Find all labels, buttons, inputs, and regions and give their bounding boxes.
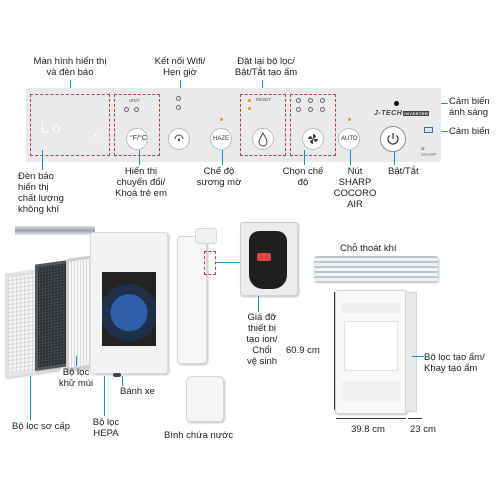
- haze-label: HAZE: [213, 136, 230, 142]
- unit-label: UNIT: [129, 98, 140, 103]
- thermometer-icon: °F/°C: [130, 135, 147, 142]
- label-mode: Chọn chế độ: [282, 166, 324, 188]
- leader-holder-h: [216, 262, 240, 263]
- label-water-tank: Bình chứa nước: [164, 430, 234, 441]
- auto-label: AUTO: [341, 136, 358, 142]
- mode-button[interactable]: [302, 128, 324, 150]
- label-display: Màn hình hiển thị và đèn báo: [33, 56, 107, 78]
- purifier-front: [335, 290, 407, 414]
- haze-led: [220, 118, 223, 121]
- reset-label: RESET: [256, 97, 272, 102]
- sharp-cocoro-button[interactable]: AUTO: [338, 128, 360, 150]
- clock-icon-2: [176, 105, 181, 110]
- label-sensor: Cảm biến: [449, 126, 490, 137]
- sensor-icon: [424, 127, 433, 133]
- power-icon: [387, 133, 399, 145]
- leader-air: [42, 150, 43, 170]
- water-drop-icon: [258, 132, 268, 147]
- dim-depth: [408, 418, 422, 419]
- haze-button[interactable]: HAZE: [210, 128, 232, 150]
- label-humid-filter: Bộ lọc tạo ẩm/ Khay tạo ẩm: [424, 352, 485, 374]
- label-holder: Giá đỡ thiết bị tạo ion/ Chổi vệ sinh: [246, 312, 278, 367]
- label-reset: Đặt lại bộ lọc/ Bật/Tắt tạo ẩm: [234, 56, 298, 78]
- label-light-sensor: Cảm biến ánh sáng: [449, 96, 490, 118]
- unit-box: [114, 94, 160, 156]
- leader-pre: [30, 376, 31, 420]
- dim-width: [336, 418, 406, 419]
- leader-holder-v: [258, 296, 259, 312]
- leader-haze: [222, 150, 223, 165]
- reset-led-1: [248, 99, 251, 102]
- humidity-button[interactable]: [252, 128, 274, 150]
- leader-power: [394, 152, 395, 165]
- reset-led-2: [248, 107, 251, 110]
- control-panel: Lo UNIT °F/°C HAZE RESET: [26, 88, 441, 162]
- leader-sharp: [350, 150, 351, 165]
- leader-display: [70, 80, 71, 94]
- air-outlet: [314, 256, 438, 282]
- sensor-brand: ✿ SHARP: [421, 146, 437, 157]
- label-outlet: Chỗ thoát khí: [340, 243, 397, 254]
- leader-hepa: [104, 376, 105, 416]
- air-quality-strip: [15, 226, 95, 235]
- auto-led: [348, 118, 351, 121]
- purifier-side: [177, 236, 207, 364]
- mode-icons: [294, 97, 334, 119]
- display-readout: Lo: [40, 118, 64, 137]
- purifier-wheel: [113, 373, 121, 377]
- label-haze: Chế độ sương mờ: [196, 166, 242, 188]
- purifier-inner: [102, 272, 156, 346]
- leader-switch: [139, 150, 140, 165]
- water-tank: [186, 376, 224, 422]
- label-width: 39.8 cm: [351, 424, 385, 435]
- label-sharp-button: Nút SHARP COCORO AIR: [333, 166, 377, 210]
- label-deodor-filter: Bộ lọc khử mùi: [58, 367, 94, 389]
- leader-deodor: [76, 356, 77, 366]
- ion-holder: [240, 222, 298, 296]
- clock-icon: [176, 96, 181, 101]
- label-air-indicator: Đèn báo hiển thị chất lượng không khí: [18, 171, 64, 215]
- temp-unit-button[interactable]: °F/°C: [126, 128, 148, 150]
- fan-icon: [308, 134, 318, 144]
- unit-icons: [124, 105, 150, 115]
- display-dot: [94, 134, 97, 137]
- label-switch-display: Hiển thị chuyển đổi/ Khoá trẻ em: [115, 166, 167, 199]
- purifier-side-right: [405, 292, 417, 412]
- leader-wheel: [122, 376, 123, 386]
- wifi-button[interactable]: [168, 128, 190, 150]
- reset-box: [240, 94, 286, 156]
- leader-humid: [412, 356, 424, 357]
- label-power: Bật/Tắt: [388, 166, 419, 177]
- side-top: [195, 228, 217, 244]
- wifi-icon: [174, 134, 184, 142]
- label-hepa-filter: Bộ lọc HEPA: [92, 417, 120, 439]
- leader-mode: [304, 150, 305, 165]
- label-wheel: Bánh xe: [120, 386, 155, 397]
- label-depth: 23 cm: [410, 424, 436, 435]
- power-button[interactable]: [380, 126, 406, 152]
- display-box: [30, 94, 110, 156]
- light-sensor: [394, 101, 399, 106]
- label-pre-filter: Bộ lọc sơ cấp: [12, 421, 70, 432]
- dim-height: [334, 292, 335, 410]
- holder-highlight: [204, 251, 216, 275]
- label-height: 60.9 cm: [286, 345, 320, 356]
- mode-box: [290, 94, 336, 156]
- label-wifi: Kết nối Wifi/ Hẹn giờ: [154, 56, 206, 78]
